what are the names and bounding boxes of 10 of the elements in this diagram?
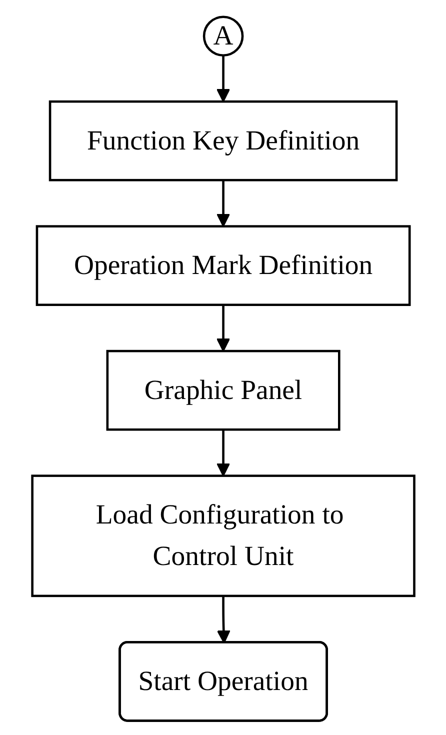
arrow [216, 595, 230, 643]
node-box: Graphic Panel [106, 349, 340, 430]
arrow [216, 304, 230, 352]
node-circle: A [202, 15, 244, 56]
node-box: Operation Mark Definition [36, 224, 410, 306]
node-box: Load Configuration to Control Unit [30, 474, 416, 597]
arrow [216, 180, 230, 226]
arrow [216, 429, 230, 476]
arrow [216, 54, 230, 102]
node-box: Function Key Definition [48, 100, 398, 181]
